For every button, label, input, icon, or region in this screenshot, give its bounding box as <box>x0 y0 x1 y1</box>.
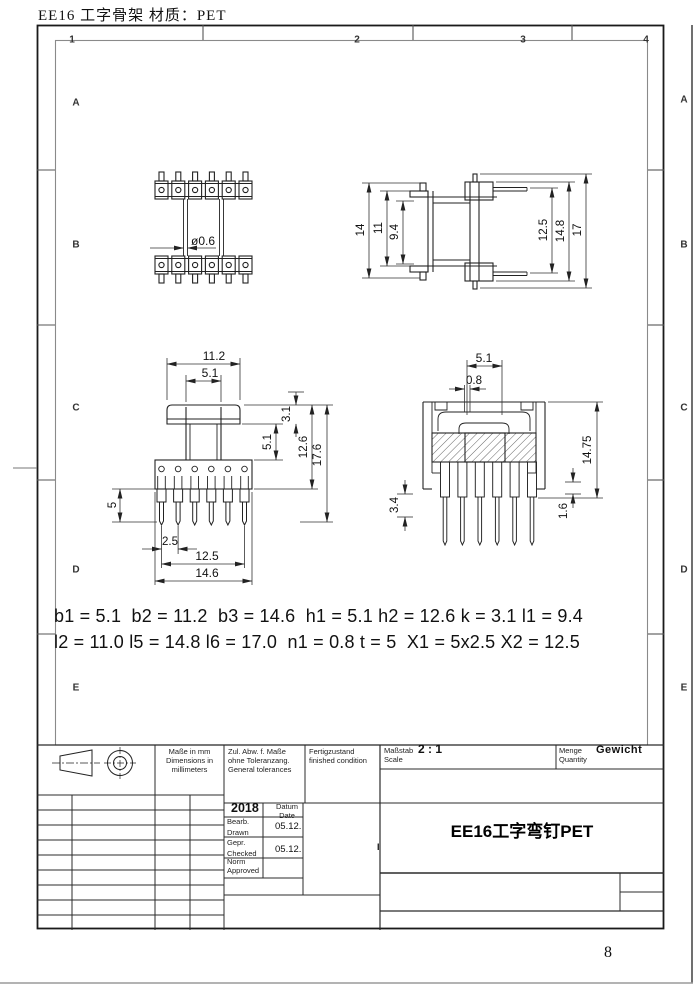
zone-row-a-right: A <box>680 94 688 106</box>
view-front-dimensions <box>112 358 333 585</box>
drawn-label-de: Bearb. <box>227 817 250 826</box>
zone-ticks-sides <box>37 169 664 635</box>
zone-col-4: 4 <box>643 34 649 46</box>
finish-cell: Fertigzustand finished condition <box>309 747 367 766</box>
drawn-label-en: Drawn <box>227 827 249 837</box>
view-section-dimensions <box>397 360 603 531</box>
zone-row-d-right: D <box>680 564 688 576</box>
tolerance-line-2: ohne Toleranzang. <box>228 755 290 765</box>
drawn-label-cell: Bearb. Drawn <box>227 817 249 838</box>
zone-ticks-top <box>202 25 573 40</box>
date-header-en: Date <box>279 810 295 820</box>
zone-row-a-left: A <box>72 97 80 109</box>
checked-label-cell: Gepr. Checked <box>227 838 257 859</box>
zone-row-c-right: C <box>680 402 688 414</box>
view-front: 11.2 5.1 2.5 12.5 14.6 5 3.1 5.1 12.6 17… <box>107 349 333 585</box>
dim-label-side-9-4: 9.4 <box>389 223 401 240</box>
fold-mark: I <box>377 842 380 852</box>
title-block-grid <box>37 744 664 930</box>
dim-label-section-5-1: 5.1 <box>476 351 493 365</box>
quantity-label-cell: Menge Quantity <box>559 746 587 764</box>
dim-label-side-17: 17 <box>572 224 584 237</box>
date-header-de: Datum <box>275 802 299 811</box>
dim-label-front-3-1: 3.1 <box>281 406 293 422</box>
weight-label: Gewicht <box>596 744 643 756</box>
zone-row-c-left: C <box>72 402 80 414</box>
part-title: EE16工字弯钉PET <box>450 822 594 841</box>
dim-label-pin-diameter: ø0.6 <box>191 234 215 248</box>
units-line-en2: millimeters <box>171 764 208 774</box>
scale-value: 2 : 1 <box>418 742 443 756</box>
dim-label-front-2-5: 2.5 <box>162 536 178 548</box>
dim-label-front-17-6: 17.6 <box>312 444 324 466</box>
tolerance-line-1: Zul. Abw. f. Maße <box>228 747 286 756</box>
dim-label-section-14-75: 14.75 <box>582 436 594 465</box>
view-side: 14 11 9.4 12.5 14.8 17 <box>355 173 592 290</box>
approved-label-en: Approved <box>227 865 260 875</box>
zone-col-2: 2 <box>354 34 360 46</box>
zone-row-e-left: E <box>72 682 80 694</box>
dim-label-front-14-6: 14.6 <box>195 566 219 580</box>
zone-row-b-right: B <box>680 239 688 251</box>
projection-symbol-icon <box>52 747 136 779</box>
checked-label-en: Checked <box>227 848 257 858</box>
dim-label-section-3-4: 3.4 <box>389 496 401 513</box>
tolerance-line-3: General tolerances <box>228 764 292 774</box>
scale-label-en: Scale <box>384 754 403 764</box>
dim-label-front-5-1-right: 5.1 <box>262 434 274 450</box>
units-cell: Maße in mm Dimensions in millimeters <box>156 747 223 774</box>
dim-label-front-12-5: 12.5 <box>195 549 219 563</box>
finish-line-en: finished condition <box>309 755 367 765</box>
quantity-label-en: Quantity <box>559 754 587 764</box>
dim-label-side-11: 11 <box>373 222 385 234</box>
view-side-dimensions <box>362 173 592 289</box>
zone-row-b-left: B <box>72 239 80 251</box>
parameters-line-2: l2 = 11.0 l5 = 14.8 l6 = 17.0 n1 = 0.8 t… <box>54 632 580 652</box>
view-section: 5.1 0.8 14.75 3.4 1.6 <box>389 351 603 547</box>
year-value: 2018 <box>231 801 259 815</box>
dim-label-section-0-8: 0.8 <box>466 375 482 387</box>
dim-label-side-12-5: 12.5 <box>538 219 550 241</box>
page-number: 8 <box>604 944 612 961</box>
tolerance-cell: Zul. Abw. f. Maße ohne Toleranzang. Gene… <box>228 747 292 774</box>
quantity-label-de: Menge <box>559 746 582 755</box>
units-line-en1: Dimensions in <box>165 755 214 765</box>
dim-label-section-1-6: 1.6 <box>558 503 570 519</box>
parameters-line-1: b1 = 5.1 b2 = 11.2 b3 = 14.6 h1 = 5.1 h2… <box>54 606 583 626</box>
dim-label-side-14: 14 <box>355 223 367 236</box>
date-header-cell: Datum Date <box>274 802 300 820</box>
dim-label-side-14-8: 14.8 <box>555 220 567 242</box>
checked-date: 05.12. <box>275 844 302 855</box>
zone-col-3: 3 <box>520 34 526 46</box>
drawn-date: 05.12. <box>275 821 302 832</box>
finish-line-de: Fertigzustand <box>309 747 355 756</box>
checked-label-de: Gepr. <box>227 838 246 847</box>
sheet-header-title: EE16 工字骨架 材质：PET <box>38 8 227 24</box>
approved-label-cell: Norm Approved <box>227 857 260 875</box>
approved-label-de: Norm <box>227 857 246 866</box>
zone-col-1: 1 <box>69 34 75 46</box>
scale-label-cell: Maßstab Scale <box>384 746 414 764</box>
dim-label-front-12-6: 12.6 <box>298 436 310 458</box>
dim-label-front-5: 5 <box>107 502 119 508</box>
zone-row-d-left: D <box>72 564 80 576</box>
dim-label-front-11-2: 11.2 <box>203 349 226 363</box>
zone-row-e-right: E <box>680 682 688 694</box>
scale-label-de: Maßstab <box>384 746 414 755</box>
units-line-de: Maße in mm <box>168 747 211 756</box>
dim-label-front-5-1-top: 5.1 <box>202 366 219 380</box>
view-top-pins: ø0.6 <box>150 171 253 284</box>
